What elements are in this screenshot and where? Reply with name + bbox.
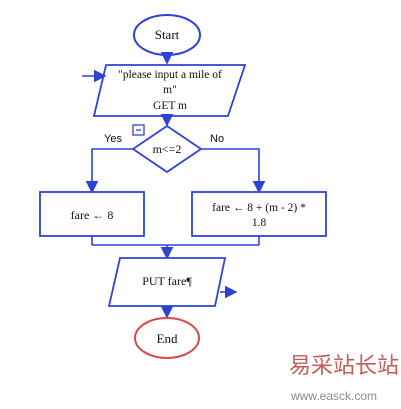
watermark-url-text: www.easck.com <box>290 389 377 403</box>
no-action-box <box>191 191 327 237</box>
yes-branch-connector <box>85 148 133 194</box>
output-label: PUT fare¶ <box>142 274 192 288</box>
input-line-1: "please input a mile of <box>118 69 222 81</box>
no-label: No <box>210 133 224 145</box>
no-action-label-2: 1.8 <box>252 217 267 229</box>
yes-action-label: fare ← 8 <box>71 208 114 222</box>
end-label: End <box>157 331 178 346</box>
no-branch-connector <box>201 148 266 194</box>
input-line-3: GET m <box>153 100 187 112</box>
input-line-2: m" <box>163 84 177 96</box>
decision-node <box>131 124 203 174</box>
no-action-label-1: fare ← 8 + (m - 2) * <box>212 202 306 214</box>
watermark-chinese-text: 易采站长站 <box>289 354 399 379</box>
input-node <box>92 64 247 117</box>
end-node <box>134 317 200 359</box>
decision-label: m<=2 <box>153 142 182 156</box>
yes-label: Yes <box>104 133 122 145</box>
start-label: Start <box>155 27 180 42</box>
output-node <box>107 257 227 307</box>
